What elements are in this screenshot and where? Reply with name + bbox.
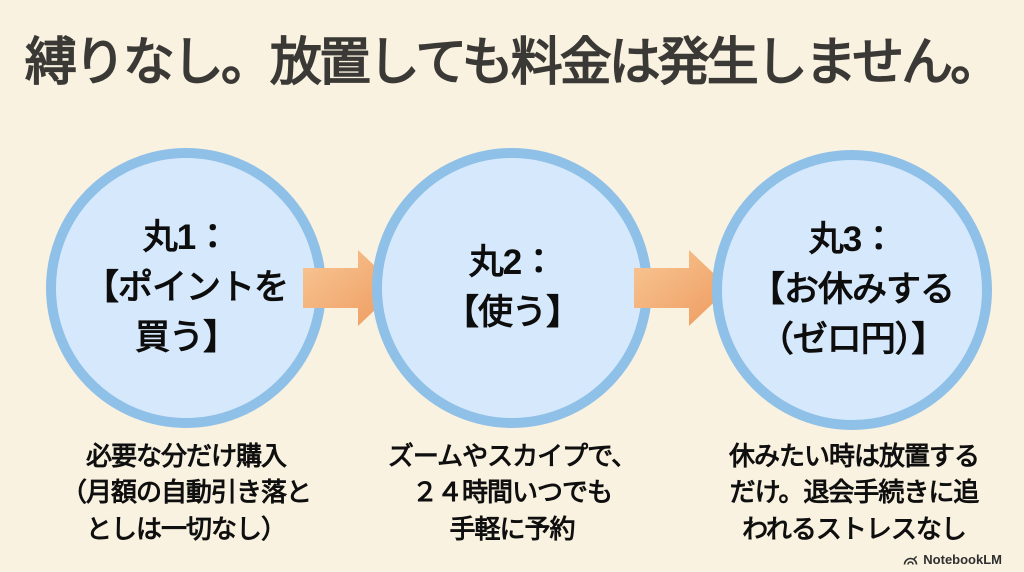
step-2-label: 丸2： 【使う】	[443, 243, 581, 332]
notebooklm-logo-icon	[903, 555, 918, 565]
footer-brand-label: NotebookLM	[923, 552, 1002, 567]
step-2-caption: ズームやスカイプで、 ２４時間いつでも 手軽に予約	[387, 441, 637, 544]
page-title: 縛りなし。放置しても料金は発生しません。	[24, 34, 1002, 92]
step-1-caption: 必要な分だけ購入 （月額の自動引き落と としは一切なし）	[60, 441, 312, 544]
arrow-right-icon	[634, 250, 729, 326]
step-circle-1: 丸1： 【ポイントを 買う】	[46, 148, 326, 428]
step-circle-2: 丸2： 【使う】	[372, 148, 652, 428]
footer-brand: NotebookLM	[903, 552, 1002, 567]
step-3-caption: 休みたい時は放置する だけ。退会手続きに追 われるストレスなし	[728, 441, 980, 544]
step-1-label: 丸1： 【ポイントを 買う】	[83, 218, 289, 357]
step-3-label: 丸3： 【お休みする （ゼロ円）】	[749, 220, 955, 359]
step-circle-3: 丸3： 【お休みする （ゼロ円）】	[712, 150, 992, 430]
